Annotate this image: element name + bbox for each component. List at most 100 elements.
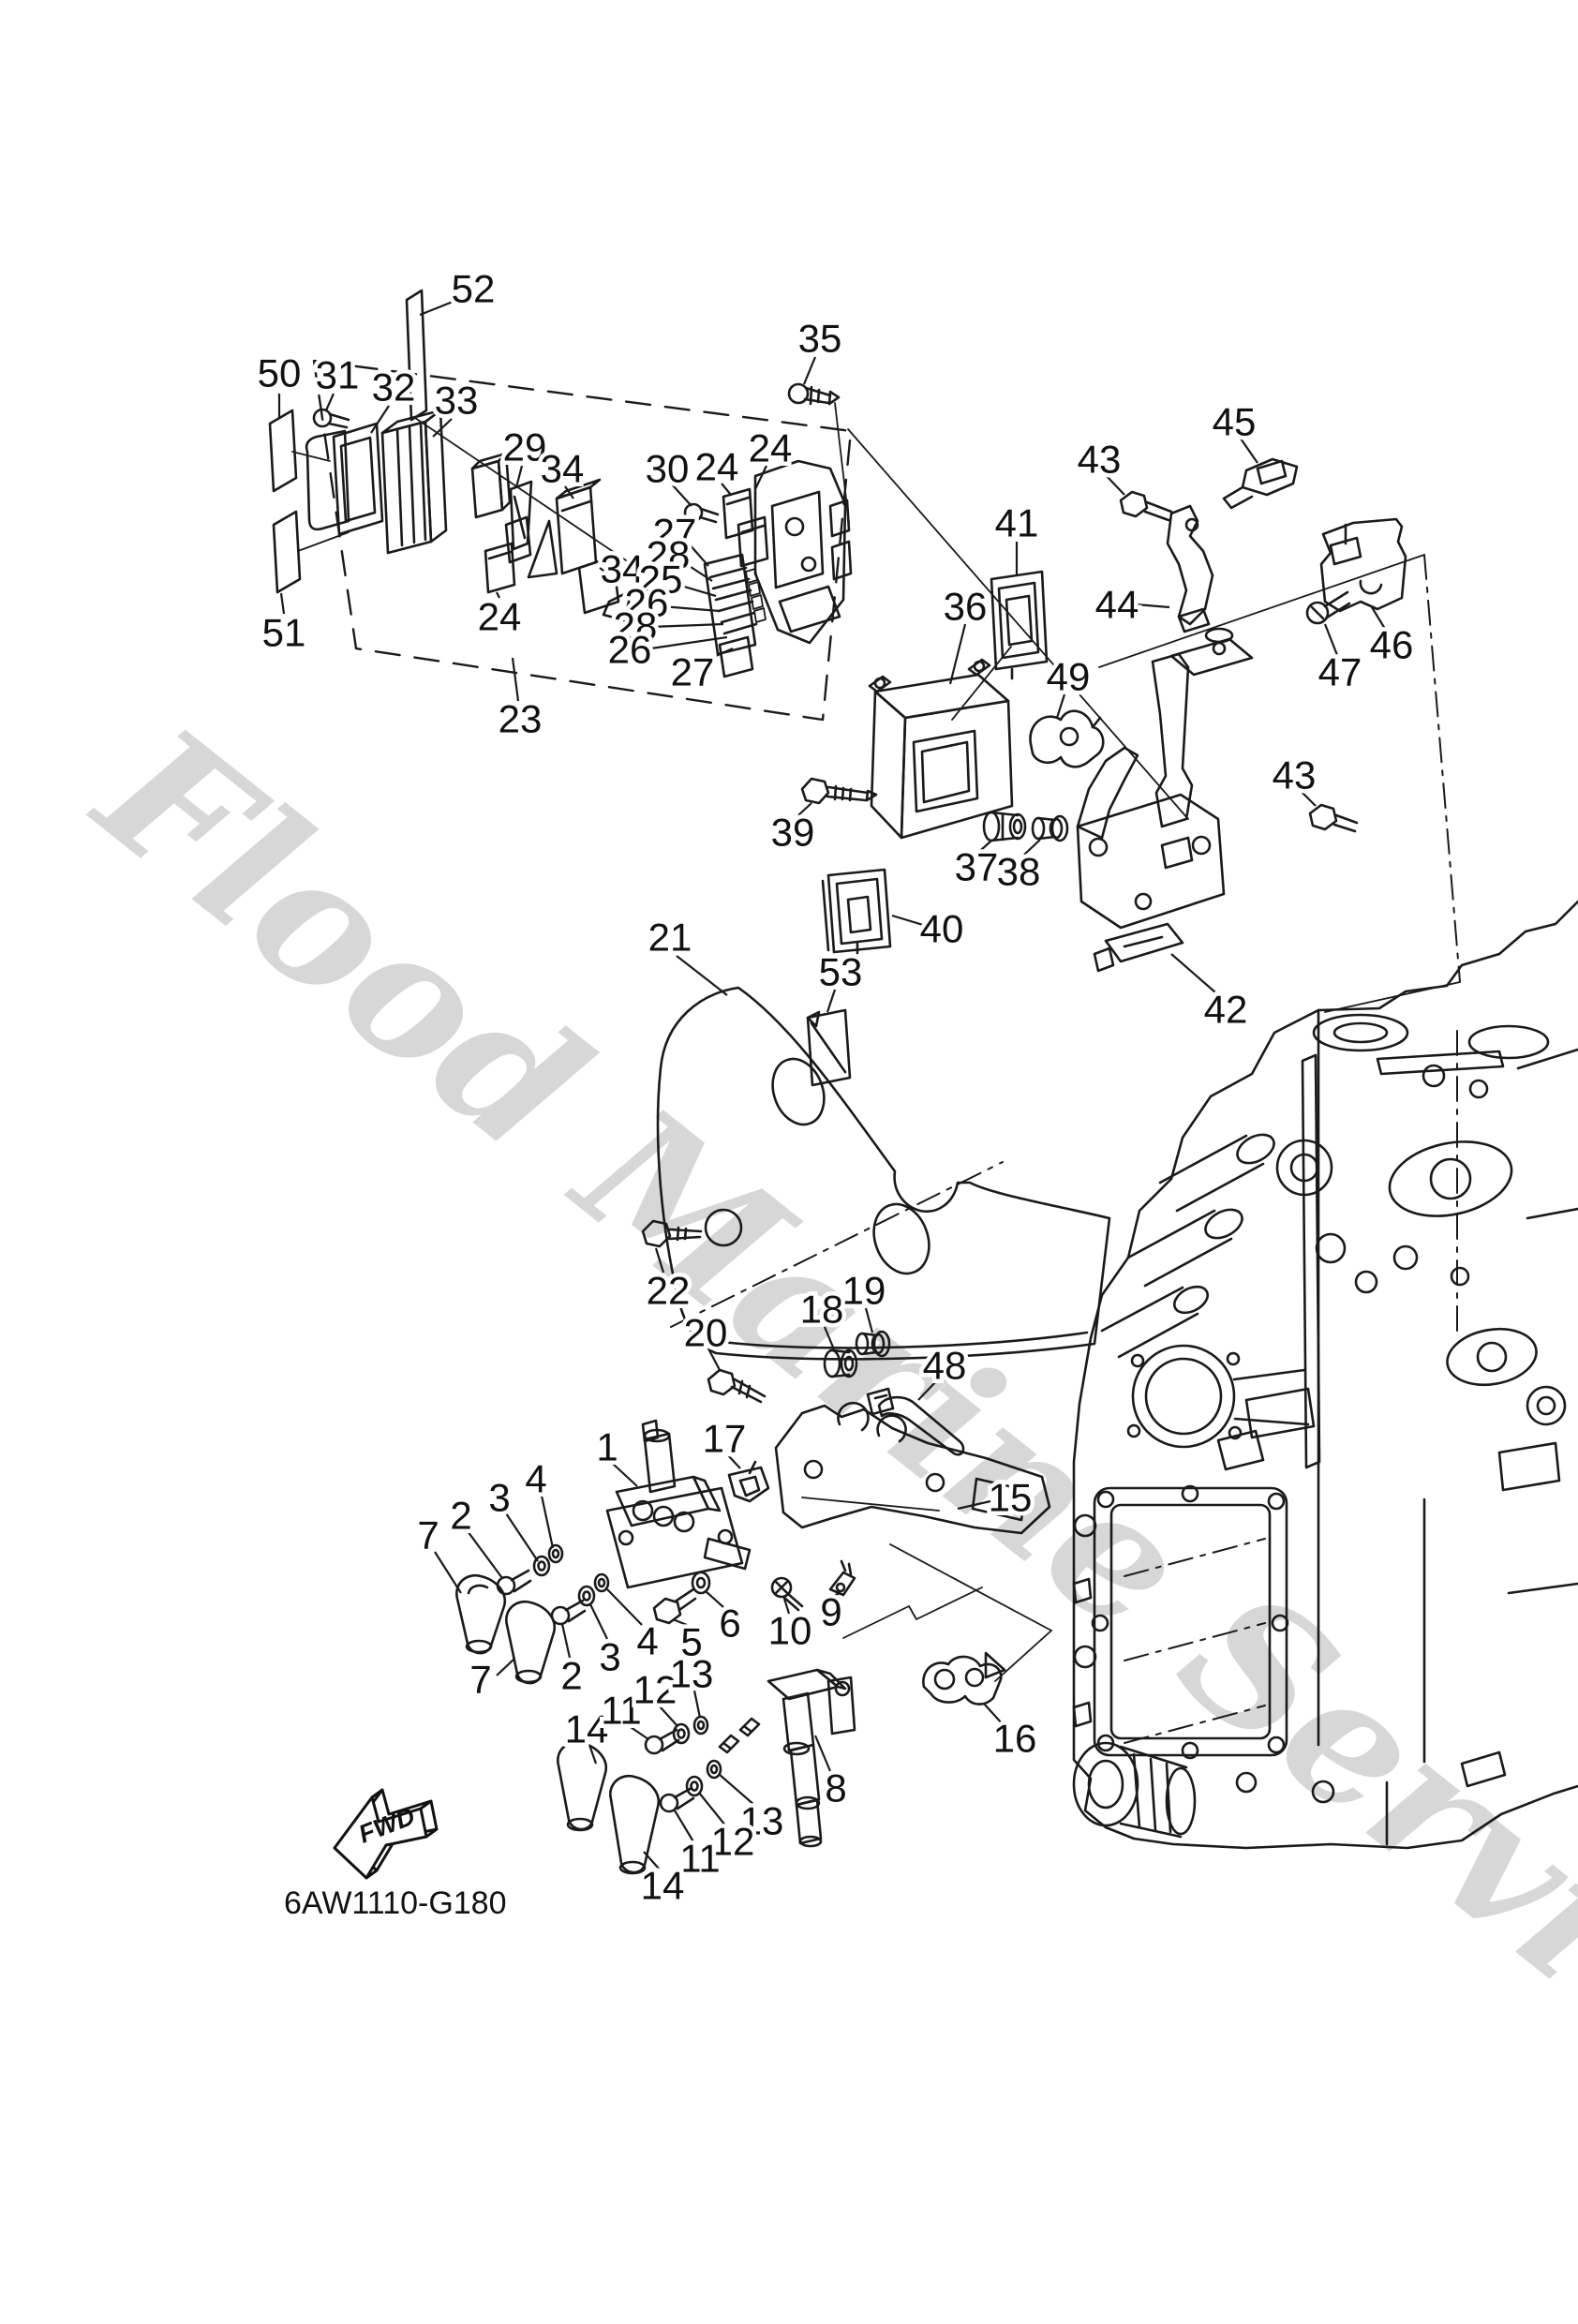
screw-35-shape bbox=[827, 390, 841, 406]
mounting-bracket-42-shape bbox=[1160, 836, 1194, 870]
engine-block-shape bbox=[1126, 1209, 1216, 1259]
screw-10-terminal-9-shape bbox=[782, 1595, 800, 1612]
bottom-cowl-21 bbox=[656, 986, 1111, 1361]
engine-block-shape bbox=[1317, 900, 1578, 1012]
part-number-label: 28 bbox=[647, 533, 691, 577]
screws-washers-2-3-4-shape bbox=[582, 1590, 591, 1601]
electrical-panel-group-23-shape bbox=[470, 459, 504, 519]
engine-block-shape bbox=[1497, 1441, 1561, 1492]
plug-cap-14-lower bbox=[609, 1774, 661, 1875]
engine-block-shape bbox=[1072, 1701, 1093, 1728]
leader-line bbox=[702, 647, 734, 663]
leader-line bbox=[370, 405, 390, 434]
leader-line bbox=[676, 955, 728, 996]
phantom-reference-lines-shape bbox=[1098, 554, 1425, 668]
part-number-label: 18 bbox=[800, 1288, 844, 1332]
fwd-direction-marker-shape bbox=[420, 1799, 432, 1810]
part-number-label: 26 bbox=[608, 628, 652, 672]
engine-block-shape bbox=[1526, 1207, 1578, 1220]
plug-cap-7-upper bbox=[455, 1573, 507, 1655]
leader-line bbox=[1240, 438, 1258, 464]
leader-line bbox=[1371, 606, 1386, 630]
part-number-label: 13 bbox=[740, 1799, 784, 1843]
electrical-panel-group-23-shape bbox=[497, 452, 512, 512]
engine-block-shape bbox=[1450, 1266, 1470, 1287]
engine-block-shape bbox=[1124, 1705, 1266, 1744]
part-number-label: 44 bbox=[1095, 583, 1139, 627]
plug-cap-14-lower-shape bbox=[609, 1774, 661, 1874]
electrical-panel-group-23-shape bbox=[560, 499, 592, 513]
leader-line bbox=[1300, 790, 1317, 807]
electrical-panel-group-23-shape bbox=[830, 540, 853, 581]
leader-line bbox=[692, 1690, 702, 1719]
engine-block-shape bbox=[1143, 1237, 1233, 1288]
leader-line bbox=[721, 483, 732, 496]
collar-38-shape bbox=[1050, 814, 1069, 842]
plug-cap-14-upper bbox=[557, 1740, 608, 1832]
engine-block-shape bbox=[1301, 1053, 1321, 1469]
part-number-label: 1 bbox=[596, 1425, 618, 1469]
bolt-39-shape bbox=[841, 786, 845, 801]
ignition-coil-assembly-1-shape bbox=[605, 1486, 744, 1589]
screws-washers-2-3-4-shape bbox=[593, 1572, 610, 1593]
part-number-label: 24 bbox=[749, 426, 793, 470]
phantom-reference-lines-shape bbox=[889, 1543, 1052, 1631]
plug-cap-14-upper-shape bbox=[557, 1740, 608, 1831]
leader-line bbox=[1135, 603, 1170, 609]
leader-line bbox=[419, 300, 454, 317]
leader-line bbox=[434, 1551, 462, 1594]
part-number-label: 28 bbox=[614, 604, 658, 648]
engine-block-shape bbox=[1311, 1780, 1335, 1804]
ecu-box-36-shape bbox=[900, 699, 1014, 840]
engine-block-shape bbox=[1354, 1270, 1378, 1294]
bolt-5-washer-6-shape bbox=[652, 1597, 682, 1625]
clamp-49-shape bbox=[1091, 716, 1102, 729]
leader-line bbox=[279, 592, 286, 615]
engine-block-shape bbox=[1507, 1582, 1578, 1595]
clip-17-shape bbox=[738, 1475, 761, 1497]
screws-washers-11-12-13-shape bbox=[690, 1780, 699, 1792]
electrical-panel-group-23-shape bbox=[332, 422, 384, 536]
electrical-panel-group-23-shape bbox=[770, 490, 825, 589]
leader-line bbox=[797, 802, 812, 816]
engine-block-shape bbox=[1476, 1341, 1508, 1373]
part-number-label: 13 bbox=[670, 1652, 714, 1696]
leader-line bbox=[661, 604, 721, 613]
screws-washers-11-12-13-shape bbox=[722, 1741, 733, 1750]
switch-bezel-41-shape bbox=[1005, 594, 1034, 647]
plug-cap-14-upper-shape bbox=[566, 1817, 594, 1832]
phantom-reference-lines-shape bbox=[842, 1587, 983, 1639]
part-number-label: 35 bbox=[798, 317, 842, 361]
bolt-39-shape bbox=[826, 795, 868, 802]
part-number-label: 45 bbox=[1213, 400, 1257, 444]
ignition-coil-assembly-1-shape bbox=[618, 1529, 634, 1546]
ignition-coil-assembly-1-shape bbox=[652, 1505, 675, 1527]
electrical-panel-group-23-shape bbox=[800, 556, 817, 573]
ecu-box-36-shape bbox=[873, 677, 886, 690]
engine-block-shape bbox=[1526, 1385, 1567, 1426]
leader-line bbox=[612, 1463, 638, 1487]
mounting-bracket-42-shape bbox=[1076, 793, 1226, 930]
screw-35 bbox=[787, 382, 850, 524]
engine-block-shape bbox=[1130, 1353, 1145, 1368]
pad-53-shape bbox=[806, 1008, 852, 1087]
engine-block-shape bbox=[1271, 1614, 1289, 1632]
electrical-panel-group-23-shape bbox=[753, 459, 847, 645]
leader-line bbox=[589, 1603, 608, 1640]
engine-block-shape bbox=[1232, 1368, 1306, 1381]
screws-washers-11-12-13 bbox=[644, 1715, 761, 1813]
screws-washers-11-12-13-shape bbox=[696, 1720, 706, 1731]
screw-35-shape bbox=[803, 397, 830, 405]
engine-block-shape bbox=[1204, 1208, 1243, 1240]
part-number-label: 39 bbox=[771, 811, 815, 855]
electrical-panel-group-23-shape bbox=[291, 451, 331, 462]
clamp-49 bbox=[1029, 709, 1105, 768]
cover-40-shape bbox=[835, 877, 884, 946]
part-number-label: 26 bbox=[625, 581, 669, 625]
leader-line bbox=[705, 1590, 724, 1608]
part-number-label: 23 bbox=[499, 697, 543, 741]
engine-block-shape bbox=[1216, 1429, 1265, 1471]
screw-10-terminal-9-shape bbox=[847, 1562, 853, 1576]
